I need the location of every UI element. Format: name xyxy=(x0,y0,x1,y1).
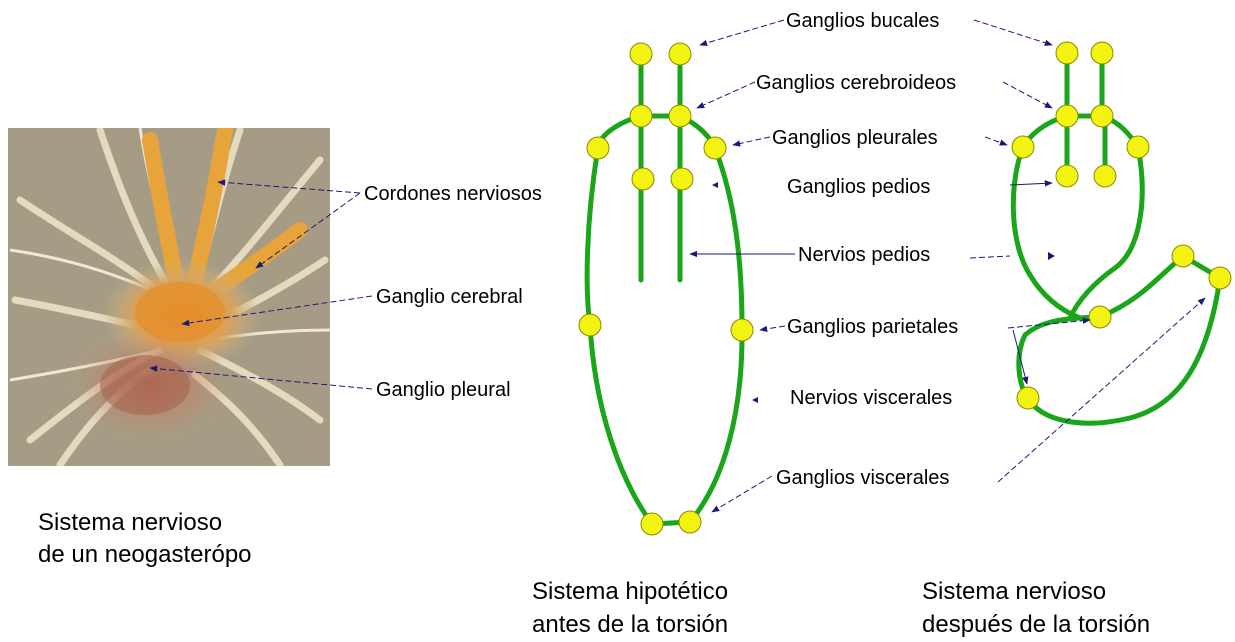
label-visceral-ganglia: Ganglios viscerales xyxy=(776,467,949,489)
label-parietal-ganglia: Ganglios parietales xyxy=(787,316,958,338)
caption-after-line1: Sistema nervioso xyxy=(922,578,1106,605)
caption-before-line2: antes de la torsión xyxy=(532,611,728,638)
photo-label-pleural: Ganglio pleural xyxy=(376,379,511,401)
label-buccal-ganglia: Ganglios bucales xyxy=(786,10,939,32)
label-pleural-ganglia: Ganglios pleurales xyxy=(772,127,938,149)
nerve-system-before-torsion xyxy=(579,43,753,535)
caption-after-line2: después de la torsión xyxy=(922,611,1150,638)
label-pedal-nerves: Nervios pedios xyxy=(798,244,930,266)
photo-caption-line1: Sistema nervioso xyxy=(38,509,222,536)
photo-label-cerebral: Ganglio cerebral xyxy=(376,286,523,308)
label-cerebroid-ganglia: Ganglios cerebroideos xyxy=(756,72,956,94)
nerve-system-after-torsion xyxy=(1012,42,1231,423)
photo-label-cords: Cordones nerviosos xyxy=(364,183,542,205)
label-visceral-nerves: Nervios viscerales xyxy=(790,387,952,409)
caption-before-line1: Sistema hipotético xyxy=(532,578,728,605)
label-pedal-ganglia: Ganglios pedios xyxy=(787,176,930,198)
neogastropod-photo xyxy=(8,128,330,466)
photo-caption-line2: de un neogasterópo xyxy=(38,541,252,568)
